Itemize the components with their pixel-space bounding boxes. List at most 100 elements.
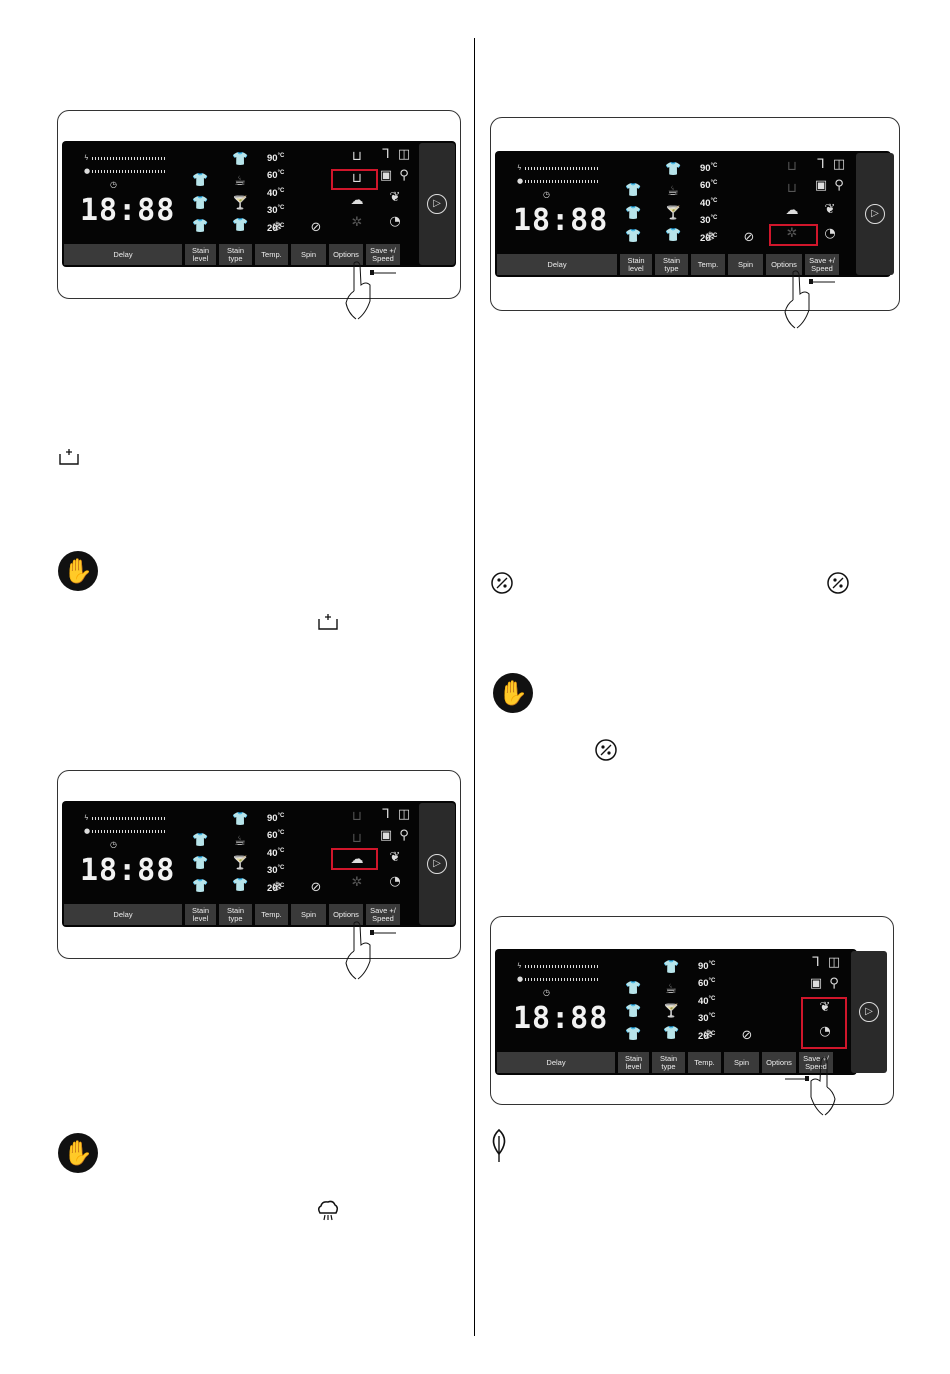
glass-icon: 🍸 — [232, 196, 249, 211]
tap-icon: ⅂ — [382, 807, 390, 822]
temperature-list: 90°C 60°C 40°C 30°C 20°C — [700, 159, 717, 246]
start-column: ▷ — [851, 951, 887, 1073]
cup-icon: ☕ — [234, 174, 246, 189]
stain-level-button[interactable]: Stain level — [185, 904, 216, 925]
time-display: 18:88 — [80, 853, 176, 888]
spin-button[interactable]: Spin — [728, 254, 763, 275]
stop-hand-icon: ✋ — [58, 551, 98, 591]
water-level-bar — [92, 830, 167, 833]
spin-button[interactable]: Spin — [291, 904, 326, 925]
temp-90: 90°C — [267, 813, 285, 825]
temp-40: 40°C — [698, 995, 716, 1008]
control-panel: ϟ ● ◷ 18:88 👕 👕 👕 👕 ☕ 🍸 👕 90°C 60°C 40°C… — [62, 141, 456, 267]
stain-level-button[interactable]: Stain level — [618, 1052, 649, 1073]
shirt-icon: 👕 — [625, 183, 642, 198]
soak-icon: ⊔ — [351, 809, 363, 824]
shirt-icon: 👕 — [625, 1027, 642, 1042]
shirt-icon: 👕 — [232, 152, 249, 167]
key-icon: ⚲ — [829, 976, 839, 991]
eco-leaf-icon: ❦ — [819, 1000, 831, 1015]
prewash-icon — [317, 613, 339, 638]
delay-button[interactable]: Delay — [64, 244, 182, 265]
child-lock-icon: ▣ — [809, 976, 823, 991]
spin-symbol: ϟ — [84, 814, 89, 822]
start-pause-button[interactable]: ▷ — [859, 1002, 879, 1022]
start-pause-button[interactable]: ▷ — [865, 204, 885, 224]
water-level-bar — [92, 170, 167, 173]
highlight-box — [331, 848, 378, 870]
start-pause-button[interactable]: ▷ — [427, 854, 447, 874]
door-icon: ◫ — [397, 147, 411, 162]
delay-button[interactable]: Delay — [64, 904, 182, 925]
stain-type-button[interactable]: Stain type — [655, 254, 688, 275]
spin-symbol: ϟ — [84, 154, 89, 162]
shirt-icon: 👕 — [192, 833, 209, 848]
water-level-bar — [525, 978, 600, 981]
temp-button[interactable]: Temp. — [255, 244, 288, 265]
child-lock-icon: ▣ — [814, 178, 828, 193]
options-button[interactable]: Options — [329, 244, 363, 265]
snowflake-icon: ❄ — [271, 880, 283, 895]
spin-button[interactable]: Spin — [724, 1052, 759, 1073]
options-button[interactable]: Options — [329, 904, 363, 925]
stain-type-button[interactable]: Stain type — [652, 1052, 685, 1073]
temp-60: 60°C — [267, 830, 285, 842]
options-button[interactable]: Options — [762, 1052, 796, 1073]
anti-allergy-icon — [826, 571, 850, 600]
prewash-icon: ⊔ — [351, 831, 363, 846]
cup-icon: ☕ — [234, 834, 246, 849]
time-display: 18:88 — [513, 1001, 609, 1036]
soak-icon: ⊔ — [786, 159, 798, 174]
anti-allergy-icon — [490, 571, 514, 600]
stop-hand-icon: ✋ — [58, 1133, 98, 1173]
temp-button[interactable]: Temp. — [255, 904, 288, 925]
door-icon: ◫ — [832, 157, 846, 172]
speed-icon: ◔ — [389, 214, 401, 229]
save-speed-button[interactable]: Save +/ Speed — [366, 244, 400, 265]
speed-icon: ◔ — [389, 874, 401, 889]
spin-button[interactable]: Spin — [291, 244, 326, 265]
pressing-hand-icon — [785, 1057, 836, 1116]
prewash-icon — [58, 448, 80, 473]
stain-level-button[interactable]: Stain level — [185, 244, 216, 265]
shirt-icon: 👕 — [192, 173, 209, 188]
anti-allergy-icon: ✲ — [351, 215, 363, 230]
steam-icon: ☁ — [785, 203, 799, 218]
pressing-hand-icon — [345, 921, 396, 980]
eco-leaf-icon: ❦ — [389, 190, 401, 205]
control-panel: ϟ ● ◷ 18:88 👕 👕 👕 👕 ☕ 🍸 👕 90°C 60°C 40°C… — [62, 801, 456, 927]
shirt-icon: 👕 — [625, 981, 642, 996]
no-spin-icon: ⊘ — [743, 230, 755, 245]
stain-level-button[interactable]: Stain level — [620, 254, 652, 275]
shirt-icon: 👕 — [192, 196, 209, 211]
highlight-box — [331, 169, 378, 190]
temp-20: 20°C — [700, 232, 718, 244]
temp-40: 40°C — [267, 847, 285, 860]
start-column: ▷ — [419, 803, 455, 925]
stain-type-button[interactable]: Stain type — [219, 904, 252, 925]
pressing-hand-icon — [345, 261, 396, 320]
panel-button-row: Delay Stain level Stain type Temp. Spin … — [64, 904, 400, 925]
save-speed-button[interactable]: Save +/ Speed — [366, 904, 400, 925]
stain-type-button[interactable]: Stain type — [219, 244, 252, 265]
glass-icon: 🍸 — [663, 1004, 680, 1019]
temp-button[interactable]: Temp. — [691, 254, 725, 275]
temperature-list: 90°C 60°C 40°C 30°C 20°C — [698, 957, 715, 1044]
delay-button[interactable]: Delay — [497, 1052, 615, 1073]
temp-90: 90°C — [267, 153, 285, 165]
shirt-icon: 👕 — [192, 219, 209, 234]
options-button[interactable]: Options — [766, 254, 802, 275]
save-speed-button[interactable]: Save +/ Speed — [805, 254, 839, 275]
temp-60: 60°C — [698, 978, 716, 990]
tap-icon: ⅂ — [812, 955, 820, 970]
temp-30: 30°C — [698, 1013, 716, 1025]
temp-30: 30°C — [700, 215, 718, 227]
panel-figure-1: ϟ ● ◷ 18:88 👕 👕 👕 👕 ☕ 🍸 👕 90°C 60°C 40°C… — [57, 110, 461, 320]
cup-icon: ☕ — [667, 184, 679, 199]
grass-shirt-icon: 👕 — [663, 1026, 680, 1041]
panel-figure-2: ϟ ● ◷ 18:88 👕 👕 👕 👕 ☕ 🍸 👕 90°C 60°C 40°C… — [490, 117, 900, 329]
start-pause-button[interactable]: ▷ — [427, 194, 447, 214]
delay-button[interactable]: Delay — [497, 254, 617, 275]
shirt-icon: 👕 — [625, 229, 642, 244]
temp-button[interactable]: Temp. — [688, 1052, 721, 1073]
